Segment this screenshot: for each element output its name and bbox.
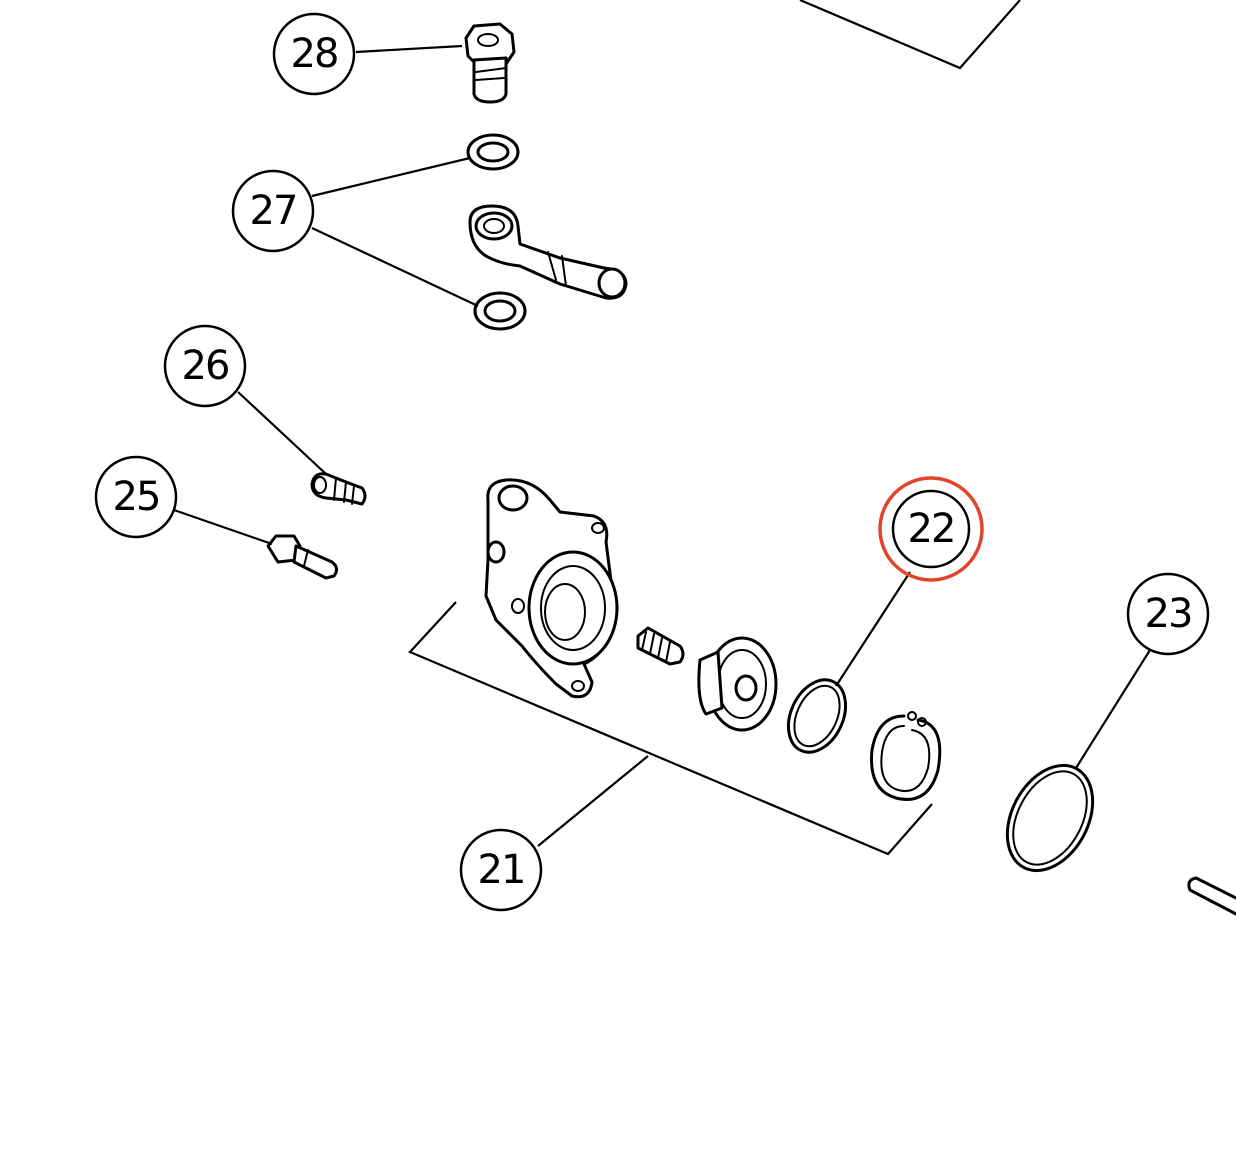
callout-26[interactable]: 26 [163,324,247,408]
callout-22-highlight [878,476,984,582]
circlip-icon[interactable] [870,711,942,801]
sealing-washer-icon[interactable] [466,133,520,171]
leader-25 [173,508,273,546]
callout-25-label: 25 [113,474,160,520]
callout-21[interactable]: 21 [459,828,543,912]
callout-28[interactable]: 28 [272,12,356,96]
leader-28 [355,44,463,54]
banjo-fitting-icon[interactable] [468,204,628,300]
callout-25[interactable]: 25 [94,455,178,539]
bracket-21 [408,601,933,856]
large-o-ring-icon[interactable] [990,751,1110,886]
callout-27[interactable]: 27 [231,169,315,253]
bleeder-valve-icon[interactable] [310,472,367,506]
o-ring-icon[interactable] [777,671,856,762]
leader-21 [537,755,649,847]
leader-27 [311,156,479,307]
leader-26 [237,391,327,475]
callout-23-label: 23 [1145,591,1192,637]
sealing-washer-icon[interactable] [473,291,527,331]
callout-22[interactable]: 22 [878,476,984,582]
callout-27-label: 27 [250,188,297,234]
callout-28-label: 28 [291,31,338,77]
callout-26-label: 26 [182,343,229,389]
banjo-bolt-icon[interactable] [464,22,516,104]
leader-22 [835,571,911,687]
stud-bolt-icon[interactable] [266,534,339,580]
callout-22-label: 22 [908,506,955,552]
piston-icon[interactable] [697,636,778,732]
callout-23[interactable]: 23 [1126,572,1210,656]
callout-21-label: 21 [478,847,525,893]
slave-cylinder-housing-icon[interactable] [484,478,619,699]
leader-23 [1075,649,1151,769]
top-bracket-line [799,0,1021,70]
spring-icon[interactable] [636,626,685,666]
push-rod-icon[interactable] [1187,876,1236,916]
